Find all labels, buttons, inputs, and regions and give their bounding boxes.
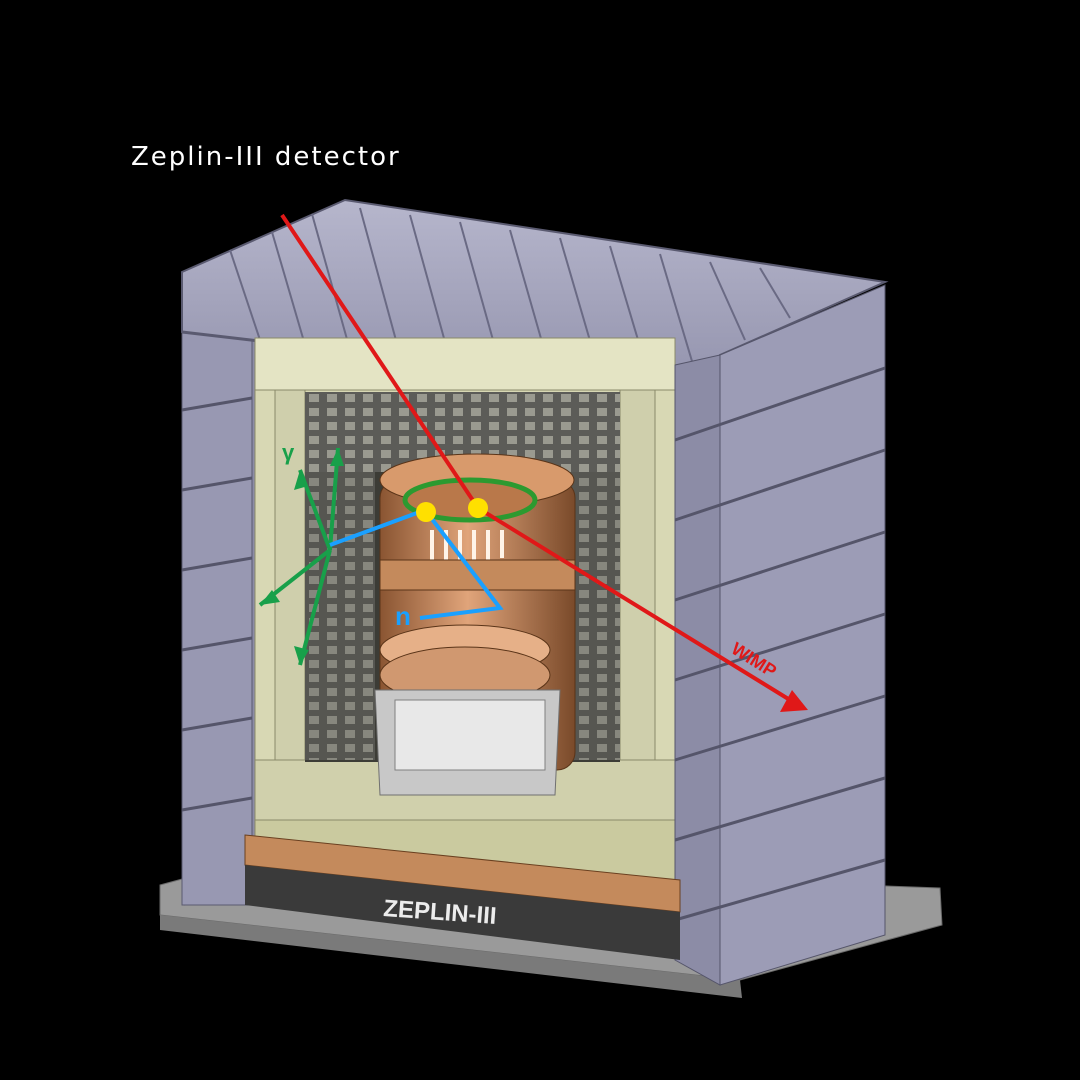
copper-target-vessel: [374, 453, 576, 796]
neutron-interaction-point: [416, 502, 436, 522]
wimp-arrowhead: [780, 690, 808, 712]
neutron-track: [329, 508, 504, 620]
gamma-label: γ: [282, 440, 295, 465]
right-shield-column: [674, 284, 886, 986]
gamma-track: [258, 447, 344, 666]
left-shield-column: [181, 253, 261, 906]
neutron-label: n: [395, 601, 411, 631]
base-band: ZEPLIN-III: [244, 834, 681, 960]
figure-caption: Zeplin-III detector: [131, 142, 401, 172]
wimp-track: [280, 213, 808, 712]
wimp-interaction-point: [468, 498, 488, 518]
